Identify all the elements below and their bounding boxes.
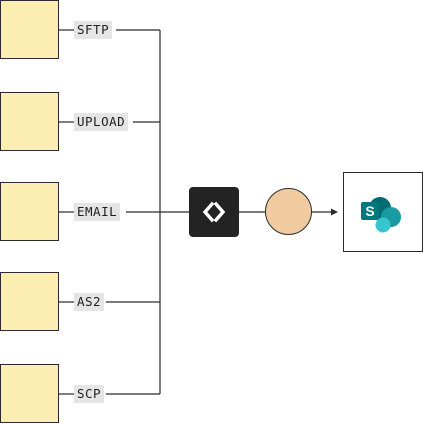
label-email: EMAIL [74,203,121,221]
label-sftp: SFTP [74,21,113,39]
integration-hub [189,187,239,237]
source-box-sftp [0,0,59,59]
source-box-upload [0,92,59,151]
arrowhead [331,208,338,216]
source-box-as2 [0,272,59,331]
process-node [265,188,312,235]
destination-sharepoint: S [343,172,423,252]
label-scp: SCP [74,385,105,403]
label-upload: UPLOAD [74,113,129,131]
source-box-email [0,182,59,241]
label-as2: AS2 [74,293,105,311]
source-box-scp [0,364,59,423]
code-diamond-icon [202,201,226,223]
svg-text:S: S [365,203,374,219]
sharepoint-icon: S [361,197,401,233]
